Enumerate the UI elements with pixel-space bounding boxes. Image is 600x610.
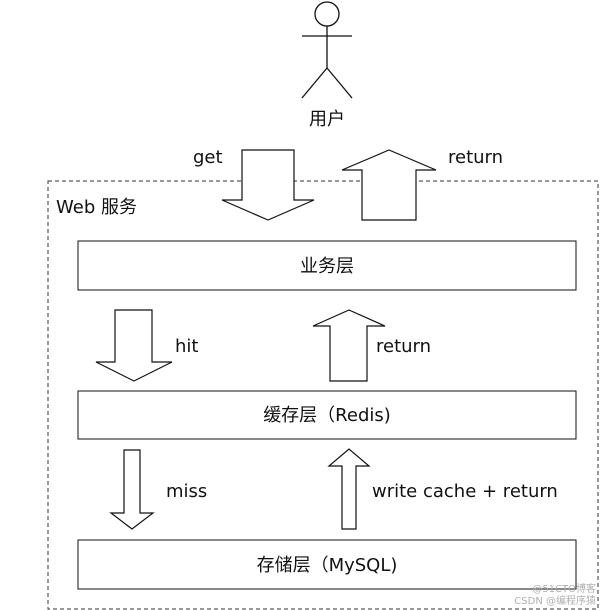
business-layer-label: 业务层	[300, 256, 354, 277]
watermark-line2: CSDN @编程序猿	[514, 594, 596, 607]
cache-layer-box	[77, 390, 577, 440]
service-boundary	[47, 180, 599, 610]
business-layer-box	[77, 240, 577, 291]
hit-arrow-icon	[95, 309, 173, 382]
miss-arrow-icon	[109, 449, 155, 530]
service-label: Web 服务	[56, 197, 137, 218]
miss-label: miss	[166, 481, 207, 502]
return-top-arrow-icon	[341, 149, 437, 221]
write-cache-return-label: write cache + return	[372, 481, 558, 502]
write-cache-arrow-icon	[327, 448, 371, 530]
return-mid-arrow-icon	[312, 309, 386, 382]
return-mid-label: return	[376, 336, 431, 357]
storage-layer-box	[77, 539, 577, 590]
user-figure-icon	[301, 1, 353, 99]
user-label: 用户	[309, 109, 345, 130]
cache-layer-label: 缓存层（Redis)	[263, 405, 391, 426]
get-label: get	[193, 147, 223, 168]
hit-label: hit	[175, 336, 198, 357]
watermark-line1: @51CTO博客	[532, 582, 596, 595]
return-top-label: return	[448, 147, 503, 168]
storage-layer-label: 存储层（MySQL)	[257, 555, 398, 576]
get-arrow-icon	[221, 149, 315, 221]
